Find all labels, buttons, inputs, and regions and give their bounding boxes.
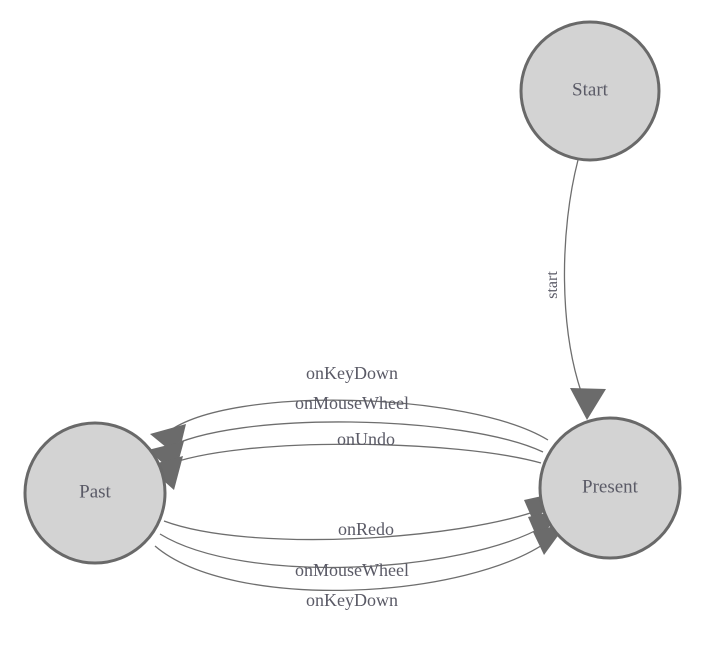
node-start-circle — [519, 20, 661, 162]
edge-present-to-past-onundo-path — [163, 443, 542, 467]
edge-label-present-to-past-onundo: onUndo — [337, 429, 395, 449]
node-past-label: Past — [79, 481, 111, 502]
node-present-label: Present — [582, 476, 639, 497]
node-present-circle — [538, 416, 682, 560]
node-start-label: Start — [572, 79, 609, 100]
edge-label-past-to-present-onmousewheel: onMouseWheel — [295, 560, 409, 580]
edge-past-to-present-onmousewheel-path — [159, 524, 547, 569]
edge-past-to-present-onkeydown-path — [154, 538, 552, 592]
edge-label-present-to-past-onkeydown: onKeyDown — [306, 363, 398, 383]
arrowhead-start-to-present — [570, 388, 606, 420]
edge-start-to-present-path — [563, 159, 585, 401]
edge-present-to-past-onundo[interactable]: onUndo — [147, 429, 542, 490]
edge-label-start: start — [544, 271, 561, 299]
edge-label-past-to-present-onredo: onRedo — [338, 519, 394, 539]
edge-label-present-to-past-onmousewheel: onMouseWheel — [295, 393, 409, 413]
edge-past-to-present-onredo-path — [163, 508, 543, 541]
node-start[interactable]: Start — [519, 20, 661, 162]
node-past-circle — [23, 421, 167, 565]
edge-start-to-present[interactable]: start — [544, 159, 606, 420]
edge-past-to-present-onkeydown[interactable]: onKeyDown — [154, 522, 568, 610]
edge-past-to-present-onredo[interactable]: onRedo — [163, 492, 560, 541]
node-past[interactable]: Past — [23, 421, 167, 565]
edge-label-past-to-present-onkeydown: onKeyDown — [306, 590, 398, 610]
edge-present-to-past-onmousewheel-path — [164, 421, 544, 453]
edge-present-to-past-onkeydown-path — [167, 399, 549, 441]
node-present[interactable]: Present — [538, 416, 682, 560]
